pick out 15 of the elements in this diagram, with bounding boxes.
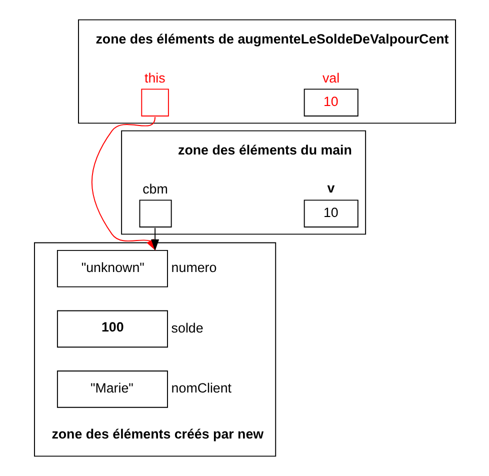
node-label: nomClient: [170, 380, 232, 396]
node-label: v: [326, 180, 334, 196]
node-box: 10: [303, 200, 358, 228]
arrow: [150, 227, 159, 251]
node-box: "unknown": [56, 250, 168, 288]
node-label: val: [322, 70, 340, 86]
node-box: [140, 88, 168, 116]
node-label: solde: [170, 320, 203, 336]
node-box: 100: [56, 310, 168, 348]
node-label: cbm: [142, 182, 168, 197]
node-label: numero: [170, 260, 216, 276]
node-box: "Marie": [56, 370, 168, 408]
node-label: this: [144, 70, 165, 86]
node-box: [138, 200, 172, 228]
node-box: 10: [303, 88, 358, 116]
